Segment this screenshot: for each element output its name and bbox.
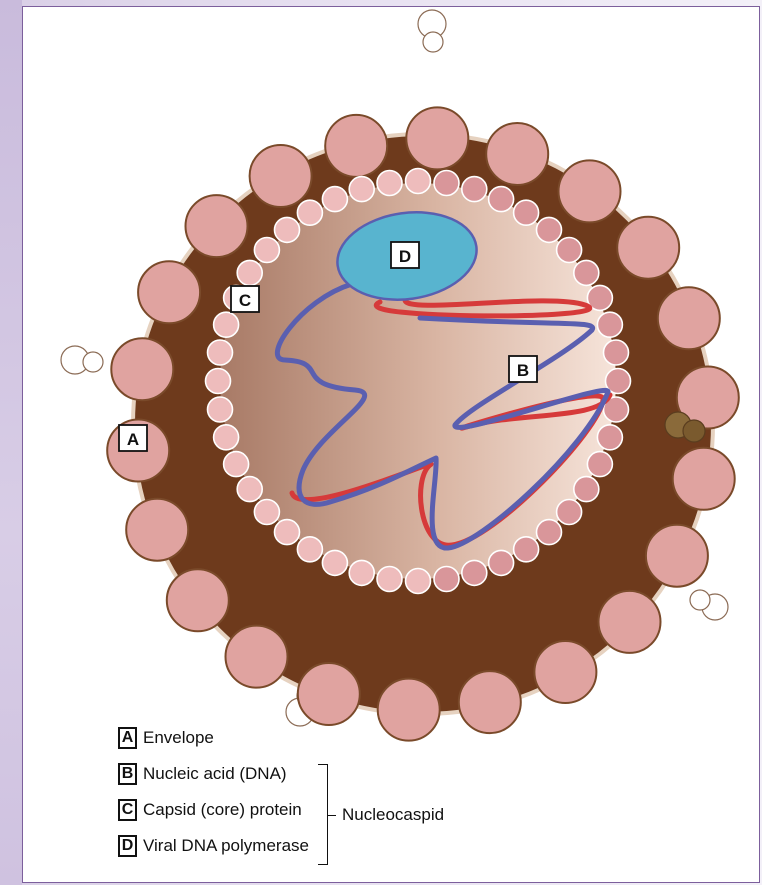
envelope-protein: [111, 338, 173, 400]
envelope-protein: [325, 115, 387, 177]
legend-key: A: [118, 727, 137, 749]
envelope-protein: [459, 671, 521, 733]
capsid-protein: [574, 260, 599, 285]
capsid-protein: [406, 169, 431, 194]
capsid-protein: [208, 397, 233, 422]
envelope-protein: [673, 448, 735, 510]
envelope-protein: [658, 287, 720, 349]
capsid-protein: [434, 567, 459, 592]
svg-text:D: D: [399, 247, 411, 266]
svg-text:B: B: [517, 361, 529, 380]
capsid-protein: [597, 425, 622, 450]
envelope-protein: [186, 195, 248, 257]
svg-text:C: C: [239, 291, 251, 310]
capsid-protein: [514, 537, 539, 562]
legend-label: Viral DNA polymerase: [143, 836, 309, 856]
capsid-protein: [604, 340, 629, 365]
envelope-protein: [226, 626, 288, 688]
capsid-protein: [557, 238, 582, 263]
legend-label: Envelope: [143, 728, 214, 748]
capsid-protein: [406, 569, 431, 594]
label-D: D: [391, 242, 419, 268]
capsid-protein: [597, 312, 622, 337]
capsid-protein: [349, 177, 374, 202]
capsid-protein: [206, 369, 231, 394]
capsid-protein: [322, 187, 347, 212]
envelope-protein: [486, 123, 548, 185]
nucleocapsid-bracket-tick: [328, 815, 336, 816]
nucleocapsid-bracket: [318, 764, 328, 865]
envelope-protein: [298, 663, 360, 725]
legend-key: D: [118, 835, 137, 857]
label-C: C: [231, 286, 259, 312]
envelope-protein: [406, 107, 468, 169]
capsid-protein: [214, 312, 239, 337]
capsid-protein: [537, 520, 562, 545]
capsid-protein: [322, 550, 347, 575]
svg-text:A: A: [127, 430, 139, 449]
capsid-protein: [489, 550, 514, 575]
envelope-protein: [646, 525, 708, 587]
envelope-protein: [599, 591, 661, 653]
capsid-protein: [214, 425, 239, 450]
capsid-protein: [297, 537, 322, 562]
surface-knob: [83, 352, 103, 372]
legend-key: C: [118, 799, 137, 821]
capsid-protein: [489, 187, 514, 212]
envelope-protein: [617, 217, 679, 279]
capsid-protein: [574, 477, 599, 502]
capsid-protein: [557, 500, 582, 525]
capsid-protein: [237, 260, 262, 285]
capsid-protein: [208, 340, 233, 365]
surface-knob: [423, 32, 443, 52]
surface-knob: [690, 590, 710, 610]
envelope-protein: [559, 160, 621, 222]
envelope-protein: [534, 641, 596, 703]
capsid-protein: [587, 452, 612, 477]
capsid-protein: [434, 171, 459, 196]
capsid-protein: [237, 477, 262, 502]
capsid-protein: [462, 560, 487, 585]
legend-key: B: [118, 763, 137, 785]
capsid-protein: [514, 200, 539, 225]
capsid-protein: [224, 452, 249, 477]
legend-label: Nucleic acid (DNA): [143, 764, 287, 784]
legend-item-envelope: A Envelope: [118, 727, 214, 749]
envelope-protein: [167, 569, 229, 631]
label-B: B: [509, 356, 537, 382]
capsid-protein: [275, 217, 300, 242]
envelope-protein: [378, 679, 440, 741]
envelope-protein: [138, 261, 200, 323]
capsid-protein: [349, 560, 374, 585]
capsid-protein: [377, 171, 402, 196]
label-A: A: [119, 425, 147, 451]
envelope-protein: [250, 145, 312, 207]
capsid-protein: [377, 567, 402, 592]
capsid-protein: [537, 217, 562, 242]
legend-item-dna-polymerase: D Viral DNA polymerase: [118, 835, 309, 857]
capsid-protein: [462, 177, 487, 202]
legend-item-nucleic-acid: B Nucleic acid (DNA): [118, 763, 287, 785]
capsid-protein: [254, 238, 279, 263]
legend-label: Capsid (core) protein: [143, 800, 302, 820]
capsid-protein: [254, 500, 279, 525]
capsid-protein: [297, 200, 322, 225]
nucleocapsid-label: Nucleocaspid: [342, 805, 444, 825]
legend-item-capsid-protein: C Capsid (core) protein: [118, 799, 302, 821]
capsid-protein: [275, 520, 300, 545]
envelope-protein: [126, 499, 188, 561]
